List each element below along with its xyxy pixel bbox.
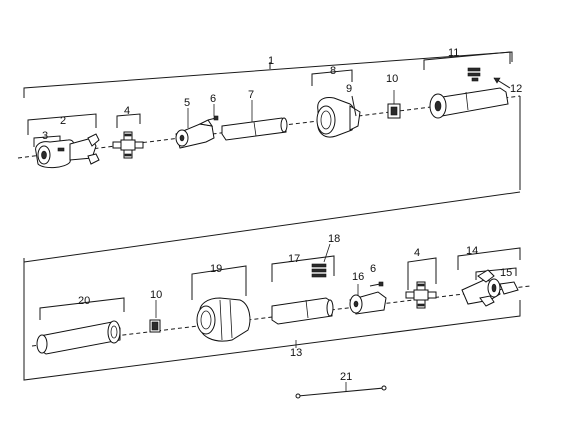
bracket-4 bbox=[116, 113, 141, 128]
callout-6-lower: 6 bbox=[370, 263, 376, 275]
inner-yoke-upper bbox=[175, 119, 215, 149]
bracket-3 bbox=[33, 135, 61, 147]
leader-18 bbox=[323, 243, 331, 263]
outer-tube-lower bbox=[36, 320, 121, 355]
profile-tube-lower bbox=[271, 297, 334, 325]
callout-12: 12 bbox=[510, 83, 522, 95]
bracket-15 bbox=[475, 267, 517, 280]
callout-6-upper: 6 bbox=[210, 93, 216, 105]
bracket-1 bbox=[23, 51, 513, 98]
pin-head-lower bbox=[378, 281, 384, 287]
yoke-end-upper bbox=[35, 133, 100, 169]
guard-cone-upper bbox=[316, 97, 361, 138]
callout-14: 14 bbox=[466, 245, 478, 257]
bracket-14 bbox=[457, 247, 521, 270]
callout-20: 20 bbox=[78, 295, 90, 307]
callout-15: 15 bbox=[500, 267, 512, 279]
callout-17: 17 bbox=[288, 253, 300, 265]
bracket-11 bbox=[423, 51, 511, 70]
callout-11: 11 bbox=[448, 47, 459, 59]
arrow-12-head bbox=[493, 77, 501, 84]
safety-chain bbox=[295, 382, 387, 399]
callout-4-upper: 4 bbox=[124, 105, 130, 117]
cross-kit-upper bbox=[112, 131, 144, 159]
bearing-ring-upper bbox=[387, 90, 401, 119]
callout-18: 18 bbox=[328, 233, 340, 245]
callout-19: 19 bbox=[210, 263, 222, 275]
pin-6-lower bbox=[369, 283, 381, 287]
bracket-13-top bbox=[23, 191, 521, 263]
yoke-end-lower bbox=[461, 269, 519, 307]
callout-4-lower: 4 bbox=[414, 247, 420, 259]
callout-10-lower: 10 bbox=[150, 289, 162, 301]
lower-assembly bbox=[23, 191, 531, 399]
bracket-8 bbox=[311, 69, 353, 86]
bracket-20 bbox=[39, 297, 125, 320]
bracket-13-bottom bbox=[23, 258, 521, 381]
callout-10-upper: 10 bbox=[386, 73, 398, 85]
callout-labels: 1 2 3 4 5 6 7 8 9 10 11 12 13 14 15 16 6… bbox=[42, 47, 522, 383]
callout-8: 8 bbox=[330, 65, 336, 77]
spring-upper bbox=[467, 67, 481, 82]
spring-lower bbox=[311, 263, 327, 278]
callout-5: 5 bbox=[184, 97, 190, 109]
leader-9 bbox=[351, 95, 357, 117]
bracket-4-lower bbox=[407, 257, 437, 290]
callout-16: 16 bbox=[352, 271, 364, 283]
callout-13: 13 bbox=[290, 347, 302, 359]
guard-cone-lower bbox=[196, 297, 251, 342]
callout-7: 7 bbox=[248, 89, 254, 101]
callout-3: 3 bbox=[42, 130, 48, 142]
profile-tube-upper bbox=[221, 117, 288, 141]
bracket-17 bbox=[271, 255, 335, 282]
bracket-19 bbox=[191, 265, 247, 300]
callout-2: 2 bbox=[60, 115, 66, 127]
upper-assembly bbox=[17, 51, 521, 190]
pin-head-upper bbox=[213, 115, 219, 121]
cross-kit-lower bbox=[405, 281, 437, 309]
callout-21: 21 bbox=[340, 371, 352, 383]
callout-1: 1 bbox=[268, 55, 274, 67]
bracket-2 bbox=[27, 113, 97, 135]
inner-yoke-lower bbox=[349, 291, 387, 315]
outer-tube-upper bbox=[429, 87, 509, 119]
callout-9: 9 bbox=[346, 83, 352, 95]
bearing-ring-lower bbox=[149, 319, 161, 333]
